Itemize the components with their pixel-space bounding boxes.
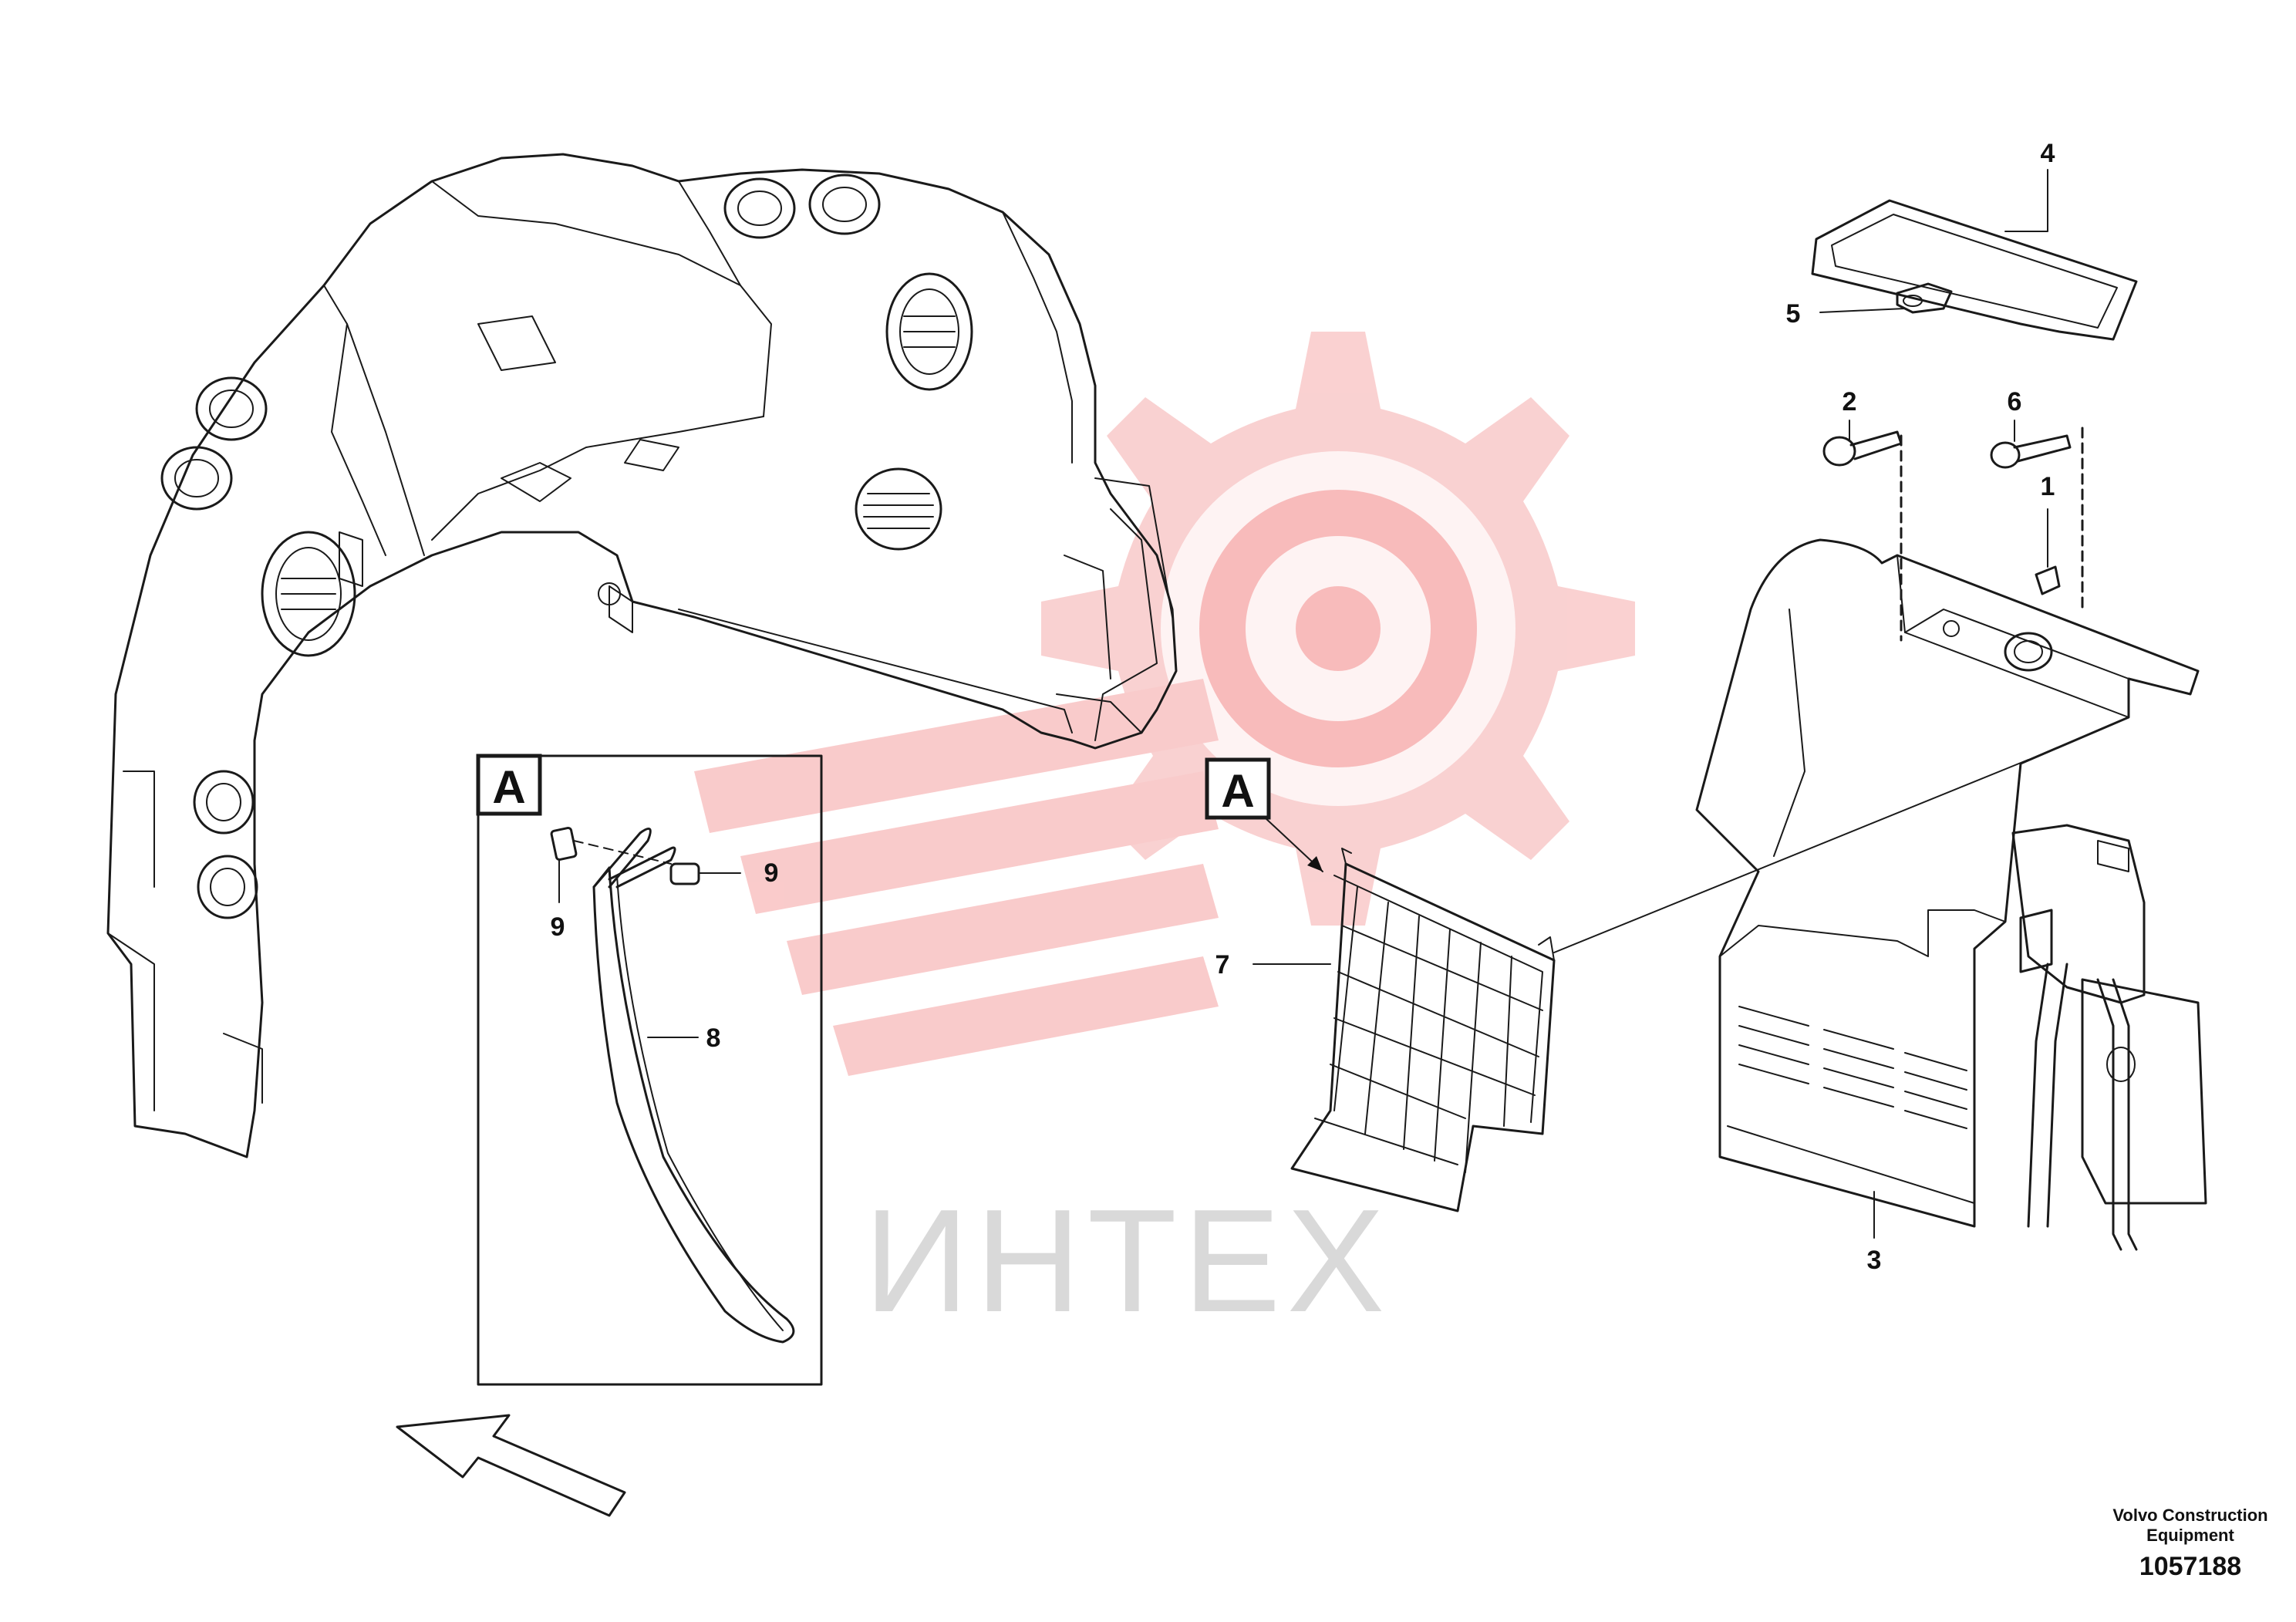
detail-label-box [476,754,542,816]
watermark-text: ИНТЕХ [864,1179,1391,1343]
air-vent [808,174,881,235]
callout-4: 4 [2041,139,2055,168]
callout-9: 9 [764,858,779,888]
console-housing [1695,538,2207,1251]
air-vent [855,467,942,551]
callout-3: 3 [1867,1246,1882,1275]
drawing-number: 1057188 [2139,1552,2241,1581]
callout-6: 6 [2008,387,2022,416]
air-vent [723,177,796,239]
air-vent [261,531,356,657]
air-vent [195,376,268,441]
view-direction-arrow [396,1414,626,1517]
callout-8: 8 [706,1023,721,1053]
clip [550,826,578,862]
air-vent [885,272,973,391]
clip [669,862,700,885]
callout-5: 5 [1786,299,1801,329]
air-vent [160,446,233,511]
air-vent [193,770,255,835]
manufacturer-line-1: Volvo Construction [2112,1506,2267,1525]
reference-label-box [1205,757,1271,820]
seal-strip [592,827,795,1344]
bolt [1822,430,1903,467]
air-vent [197,855,258,919]
detail-label: A [492,761,525,813]
grille-screen [1290,848,1556,1212]
watermark-gear-logo [694,332,1635,1076]
callout-1: 1 [2041,472,2055,501]
callout-7: 7 [1215,950,1230,980]
callout-9: 9 [551,912,565,942]
clip-nut [2035,565,2061,595]
manufacturer-line-2: Equipment [2146,1526,2234,1545]
dashboard-panel [106,153,1178,1158]
cover-plate [1811,199,2138,341]
detail-view-a: A [476,754,823,1386]
bolt [1990,434,2072,469]
reference-label: A [1221,765,1254,817]
vent-louvres [1738,1006,1967,1129]
callout-2: 2 [1843,387,1857,416]
